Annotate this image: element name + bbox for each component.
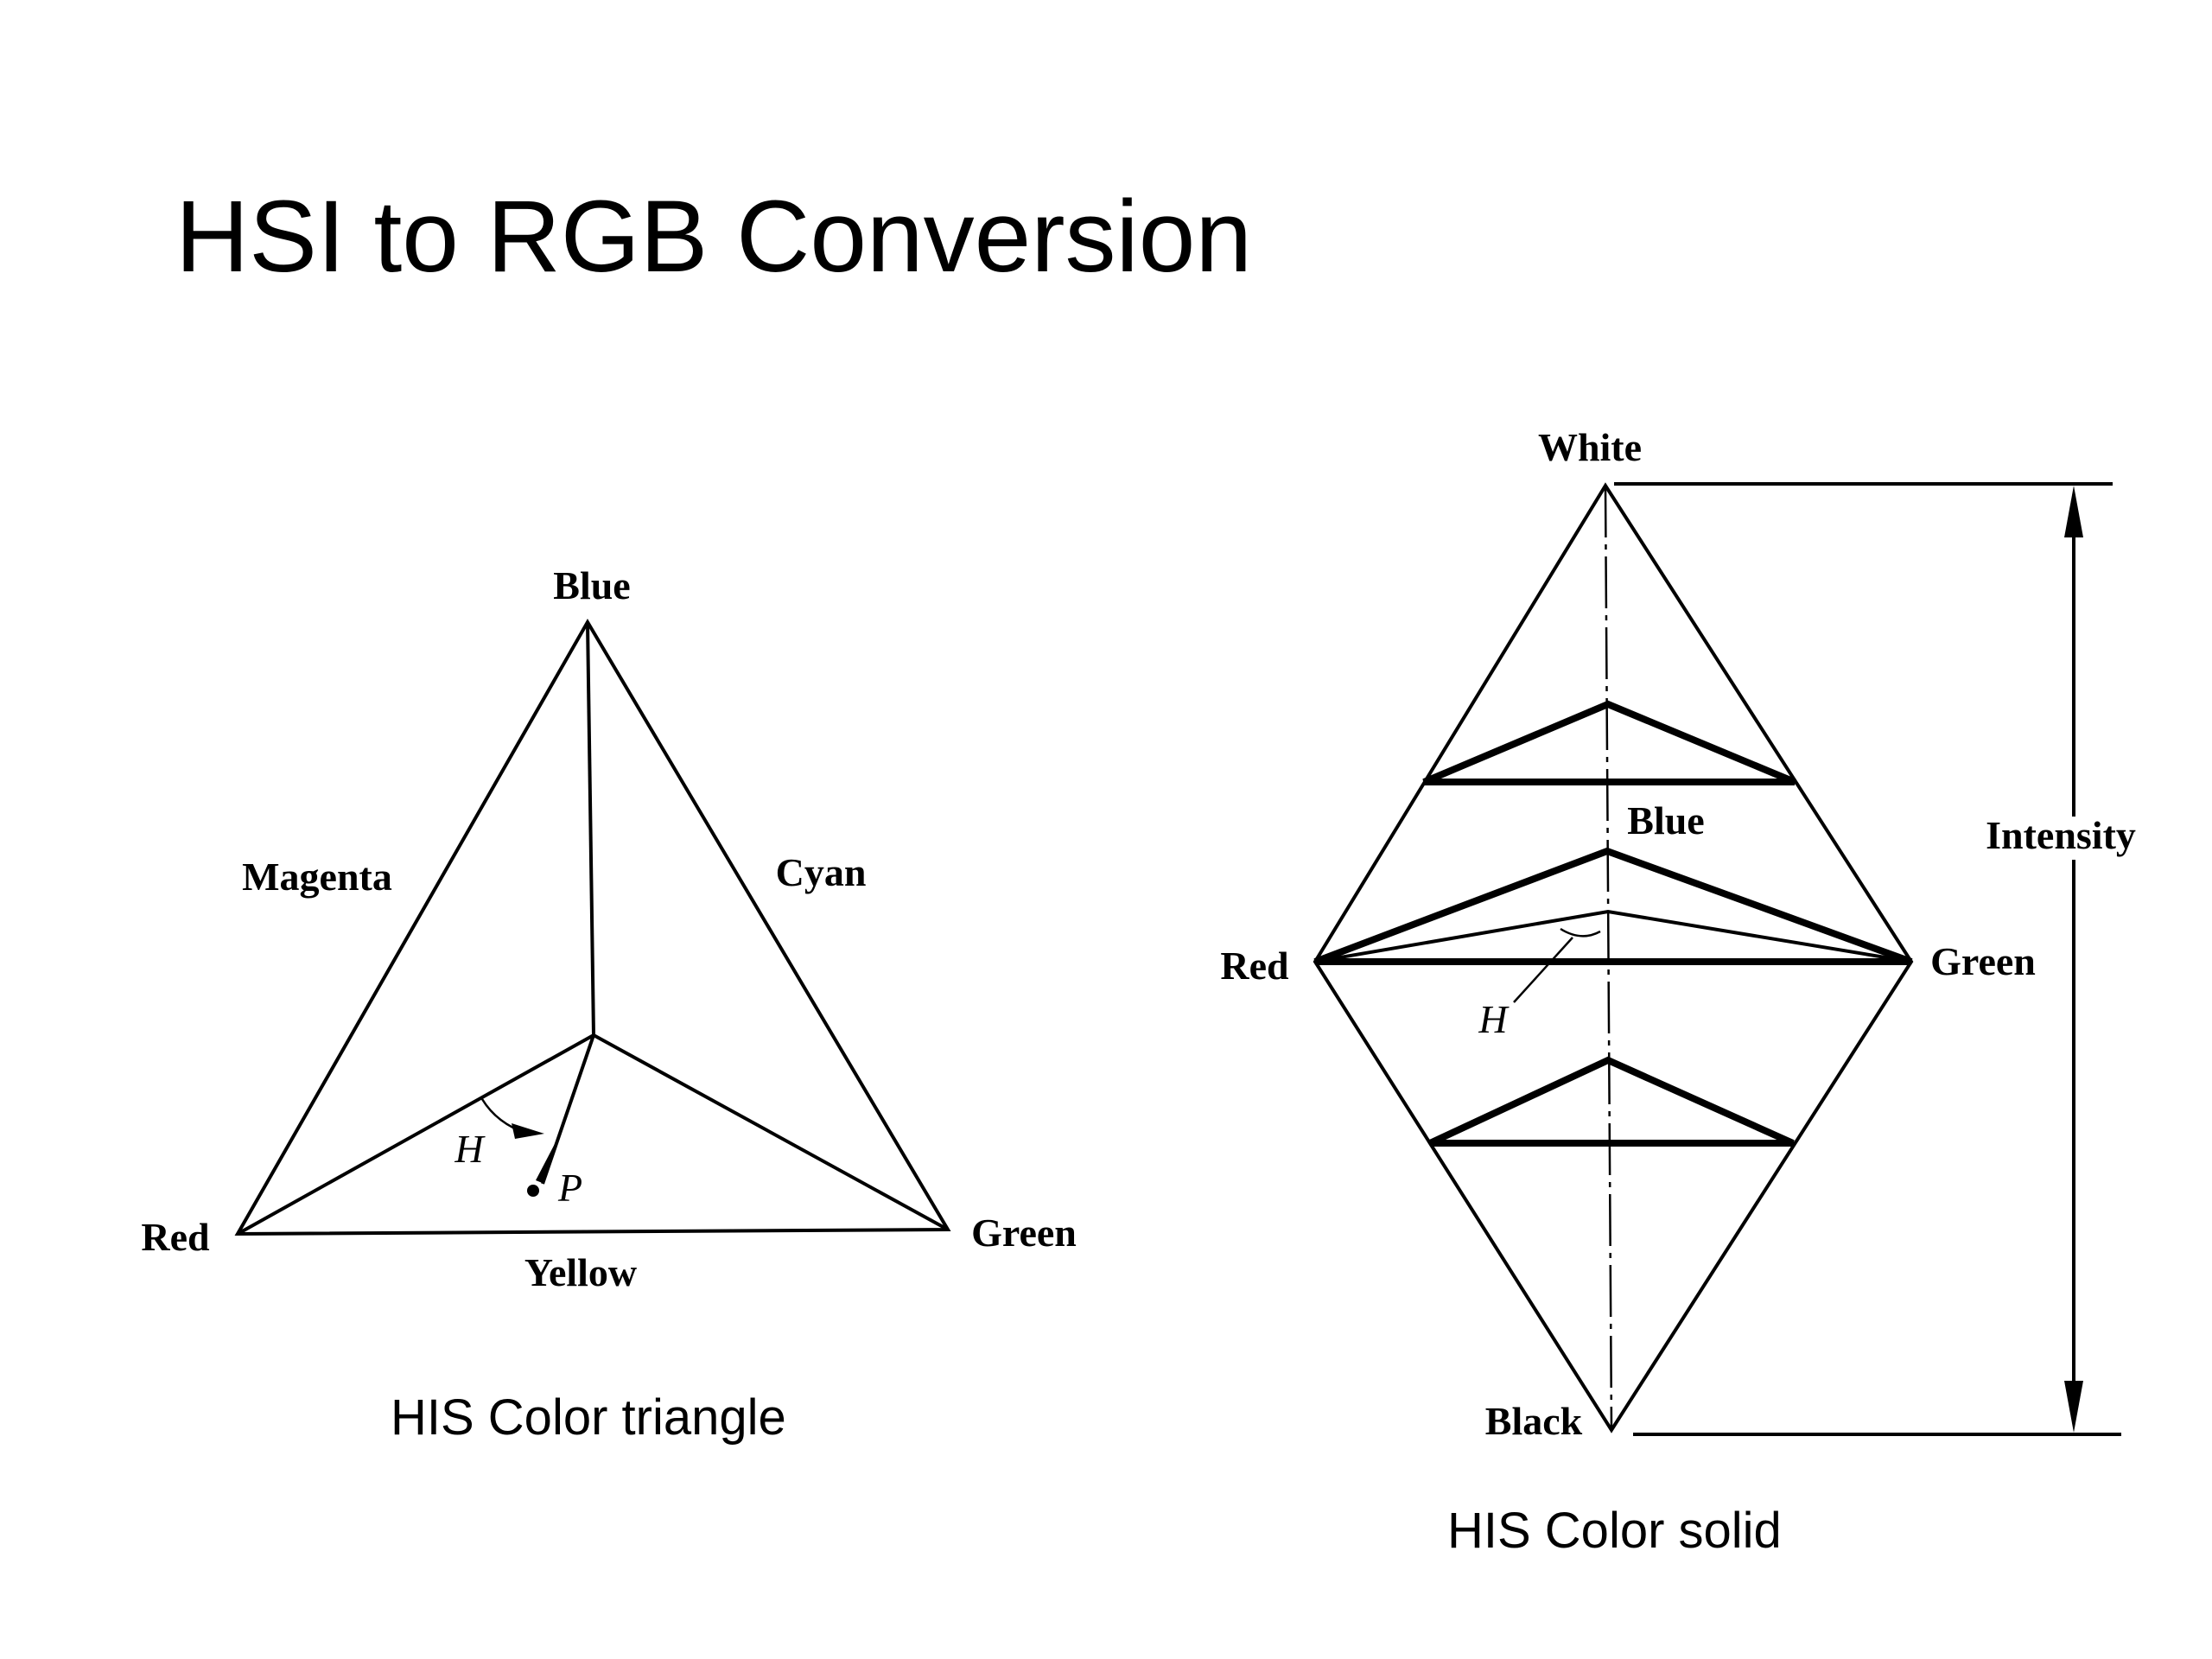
center-to-blue-line [586,621,595,1036]
center-to-green-line [593,1033,949,1231]
middle-center-lines [1314,909,1912,963]
triangle-label-magenta: Magenta [242,855,392,899]
solid-label-blue: Blue [1627,798,1704,842]
solid-label-white: White [1538,425,1642,469]
intensity-arrow-down-icon [2064,1381,2083,1433]
triangle-outline [234,619,951,1236]
slide-title: HSI to RGB Conversion [175,180,1253,294]
hsi-color-triangle: Blue Magenta Cyan Red Green Yellow H P [141,563,1077,1294]
intensity-arrow-up-icon [2064,486,2083,537]
triangle-label-cyan: Cyan [776,850,867,894]
middle-cross-section [1313,847,1913,965]
triangle-label-red: Red [141,1215,210,1259]
hsi-color-solid: White Blue Red Green Intensity Black H [1220,425,2136,1443]
solid-label-green: Green [1930,939,2036,983]
solid-caption: HIS Color solid [1447,1503,1782,1559]
solid-label-intensity: Intensity [1986,813,2136,857]
solid-label-black: Black [1485,1399,1583,1443]
p-arrow-head [536,1141,556,1184]
triangle-label-yellow: Yellow [524,1250,637,1294]
intensity-axis-line [1604,485,1613,1431]
triangle-label-h: H [454,1127,486,1171]
upper-cross-section [1422,700,1796,785]
solid-label-red: Red [1220,944,1289,988]
solid-hue-arc [1560,927,1601,938]
triangle-label-p: P [557,1166,582,1210]
solid-hue-leader-line [1513,937,1573,1003]
solid-outline [1313,482,1914,1433]
hue-arrow-head [512,1123,544,1139]
triangle-label-green: Green [971,1211,1077,1255]
triangle-caption: HIS Color triangle [391,1389,786,1446]
lower-cross-section [1428,1056,1795,1147]
solid-label-h: H [1478,997,1510,1041]
center-to-red-line [237,1033,594,1236]
point-p-dot [527,1185,539,1197]
triangle-label-blue: Blue [553,563,630,607]
